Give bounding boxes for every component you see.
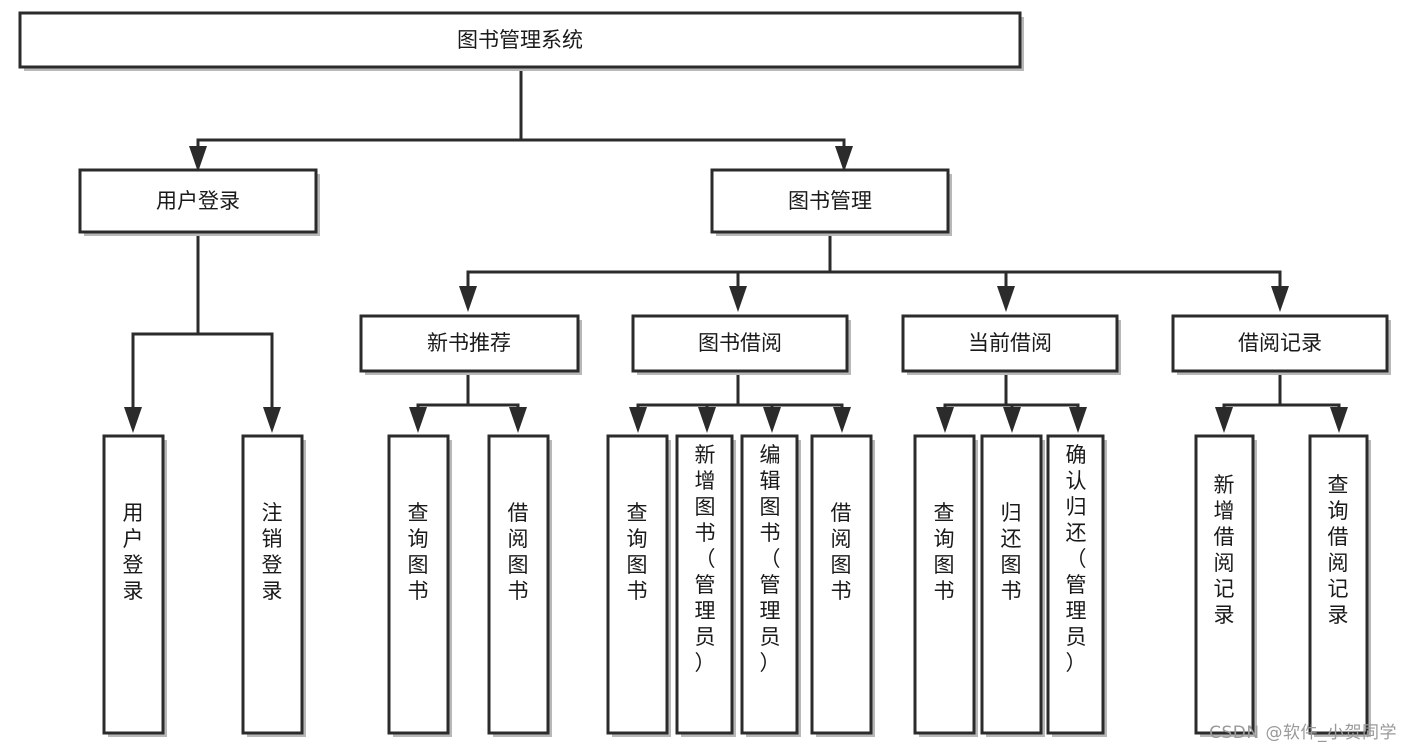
arrowhead-leaf-confirm-return bbox=[1069, 407, 1087, 433]
node-leaf-query-book-3-label: 查询图书 bbox=[934, 501, 955, 603]
node-book-manage[interactable]: 图书管理 bbox=[710, 168, 952, 236]
node-leaf-add-book[interactable]: 新增图书（管理员） bbox=[675, 434, 736, 737]
edge-currentborrow-to-leaves bbox=[936, 373, 1087, 433]
node-user-login-label: 用户登录 bbox=[156, 189, 240, 213]
arrowhead-leaf-return-book bbox=[1003, 407, 1021, 433]
node-leaf-edit-book[interactable]: 编辑图书（管理员） bbox=[740, 434, 801, 737]
arrowhead-leaf-add-record bbox=[1215, 407, 1233, 433]
node-book-borrow[interactable]: 图书借阅 bbox=[631, 314, 851, 375]
node-leaf-user-login[interactable]: 用户登录 bbox=[102, 434, 167, 737]
arrowhead-leaf-query-book-1 bbox=[409, 407, 427, 433]
node-new-book-rec[interactable]: 新书推荐 bbox=[359, 314, 582, 375]
node-leaf-query-book-2-label: 查询图书 bbox=[627, 501, 648, 603]
node-user-login[interactable]: 用户登录 bbox=[78, 168, 320, 236]
arrowhead-book-borrow bbox=[729, 286, 747, 312]
node-leaf-return-book-label: 归还图书 bbox=[1001, 501, 1022, 603]
node-book-borrow-label: 图书借阅 bbox=[698, 331, 782, 355]
node-current-borrow[interactable]: 当前借阅 bbox=[901, 314, 1121, 375]
arrowhead-leaf-edit-book bbox=[763, 407, 781, 433]
node-leaf-borrow-book-2[interactable]: 借阅图书 bbox=[810, 434, 875, 737]
node-leaf-return-book[interactable]: 归还图书 bbox=[980, 434, 1045, 737]
edge-layer bbox=[124, 67, 1348, 433]
node-leaf-add-book-label: 新增图书（管理员） bbox=[695, 443, 716, 675]
node-borrow-record[interactable]: 借阅记录 bbox=[1171, 314, 1391, 375]
node-leaf-query-record-label: 查询借阅记录 bbox=[1328, 473, 1349, 627]
node-leaf-borrow-book-1-label: 借阅图书 bbox=[508, 501, 529, 603]
arrowhead-new-book-rec bbox=[459, 286, 477, 312]
arrowhead-borrow-record bbox=[1271, 286, 1289, 312]
node-leaf-query-book-3[interactable]: 查询图书 bbox=[913, 434, 978, 737]
node-leaf-confirm-return-label: 确认归还（管理员） bbox=[1066, 443, 1087, 675]
node-leaf-borrow-book-1[interactable]: 借阅图书 bbox=[487, 434, 552, 737]
arrowhead-leaf-logout bbox=[263, 407, 281, 433]
edge-bookborrow-to-leaves bbox=[629, 373, 851, 433]
node-leaf-add-record-label: 新增借阅记录 bbox=[1214, 473, 1235, 627]
node-leaf-confirm-return[interactable]: 确认归还（管理员） bbox=[1046, 434, 1107, 737]
node-leaf-query-book-1-label: 查询图书 bbox=[408, 501, 429, 603]
node-leaf-edit-book-label: 编辑图书（管理员） bbox=[760, 443, 781, 675]
arrowhead-leaf-query-record bbox=[1330, 407, 1348, 433]
node-root-label: 图书管理系统 bbox=[457, 28, 583, 52]
edge-root-to-level2 bbox=[189, 67, 853, 172]
arrowhead-leaf-user-login bbox=[124, 407, 142, 433]
arrowhead-leaf-query-book-3 bbox=[936, 407, 954, 433]
node-leaf-query-book-1[interactable]: 查询图书 bbox=[387, 434, 452, 737]
edge-bookmanage-to-level3 bbox=[459, 233, 1289, 312]
arrowhead-leaf-borrow-book-2 bbox=[833, 407, 851, 433]
arrowhead-book-manage bbox=[835, 146, 853, 172]
node-borrow-record-label: 借阅记录 bbox=[1238, 331, 1322, 355]
arrowhead-leaf-borrow-book-1 bbox=[509, 407, 527, 433]
node-book-manage-label: 图书管理 bbox=[788, 189, 872, 213]
node-layer: 图书管理系统 用户登录 图书管理 新书推荐 bbox=[18, 11, 1391, 737]
arrowhead-leaf-add-book bbox=[698, 407, 716, 433]
edge-userlogin-to-leaves bbox=[124, 233, 281, 433]
arrowhead-user-login bbox=[189, 146, 207, 172]
node-new-book-rec-label: 新书推荐 bbox=[427, 331, 511, 355]
node-current-borrow-label: 当前借阅 bbox=[968, 331, 1052, 355]
node-leaf-borrow-book-2-label: 借阅图书 bbox=[831, 501, 852, 603]
node-leaf-logout[interactable]: 注销登录 bbox=[241, 434, 306, 737]
node-root[interactable]: 图书管理系统 bbox=[18, 11, 1024, 71]
node-leaf-query-book-2[interactable]: 查询图书 bbox=[606, 434, 671, 737]
edge-borrowrecord-to-leaves bbox=[1215, 373, 1348, 433]
node-leaf-logout-label: 注销登录 bbox=[262, 501, 283, 603]
arrowhead-leaf-query-book-2 bbox=[629, 407, 647, 433]
edge-newbookrec-to-leaves bbox=[409, 373, 527, 433]
node-leaf-add-record[interactable]: 新增借阅记录 bbox=[1194, 434, 1257, 737]
node-leaf-query-record[interactable]: 查询借阅记录 bbox=[1308, 434, 1371, 737]
arrowhead-current-borrow bbox=[997, 286, 1015, 312]
node-leaf-user-login-label: 用户登录 bbox=[123, 501, 144, 603]
